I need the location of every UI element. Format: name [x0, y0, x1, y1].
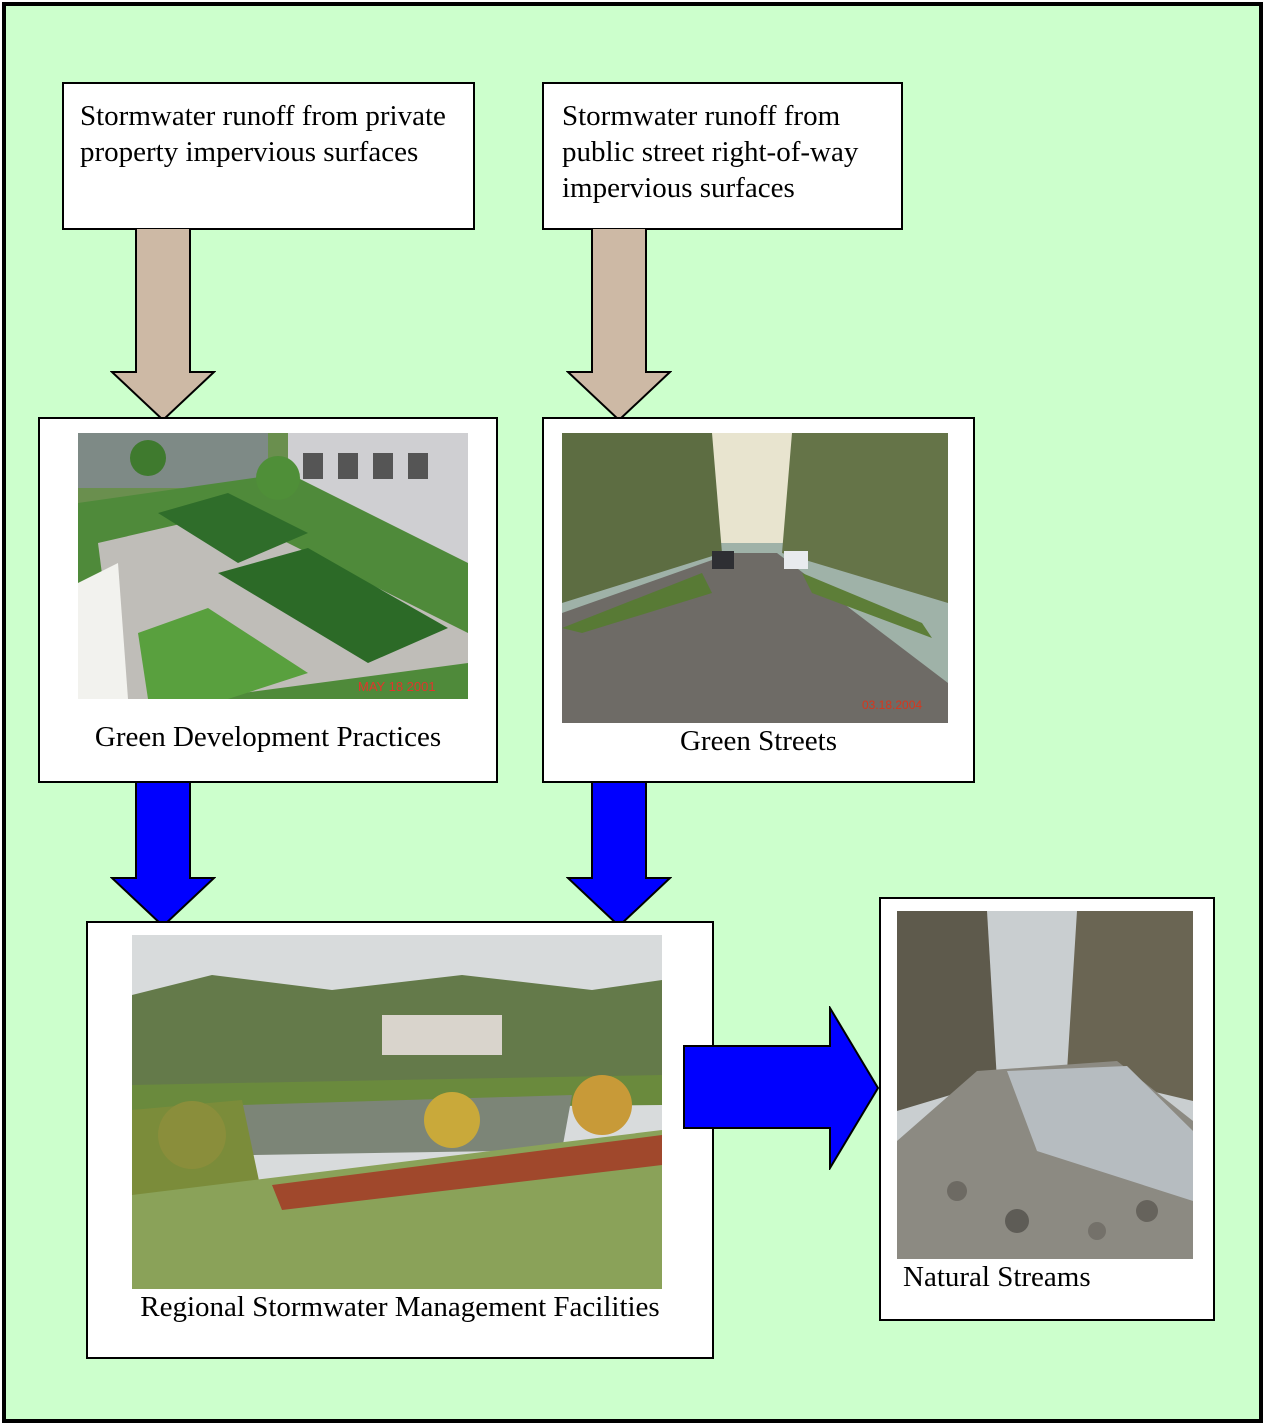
source-private-box: Stormwater runoff from private property …: [62, 82, 475, 230]
green-streets-photo-date: 03.18.2004: [862, 698, 922, 712]
streams-photo: [897, 911, 1193, 1259]
green-dev-caption: Green Development Practices: [94, 721, 442, 753]
green-streets-caption: Green Streets: [679, 725, 838, 757]
green-dev-box: MAY 18 2001 Green Development Practices: [38, 417, 498, 783]
green-dev-photo: MAY 18 2001: [78, 433, 468, 699]
flow-arrow-green-streets: [566, 782, 672, 928]
streams-caption: Natural Streams: [903, 1261, 1091, 1293]
regional-box: Regional Stormwater Management Facilitie…: [86, 921, 714, 1359]
regional-photo: [132, 935, 662, 1289]
runoff-arrow-public: [566, 228, 672, 422]
flow-arrow-green-dev: [110, 782, 216, 928]
flow-arrow-to-streams: [682, 1006, 880, 1170]
source-public-box: Stormwater runoff from public street rig…: [542, 82, 903, 230]
regional-caption: Regional Stormwater Management Facilitie…: [140, 1291, 660, 1323]
green-streets-box: 03.18.2004 Green Streets: [542, 417, 975, 783]
green-streets-photo: 03.18.2004: [562, 433, 948, 723]
source-private-text: Stormwater runoff from private property …: [80, 100, 446, 168]
source-public-text: Stormwater runoff from public street rig…: [562, 100, 859, 204]
streams-box: Natural Streams: [879, 897, 1215, 1321]
green-dev-photo-date: MAY 18 2001: [358, 679, 436, 694]
runoff-arrow-private: [110, 228, 216, 422]
